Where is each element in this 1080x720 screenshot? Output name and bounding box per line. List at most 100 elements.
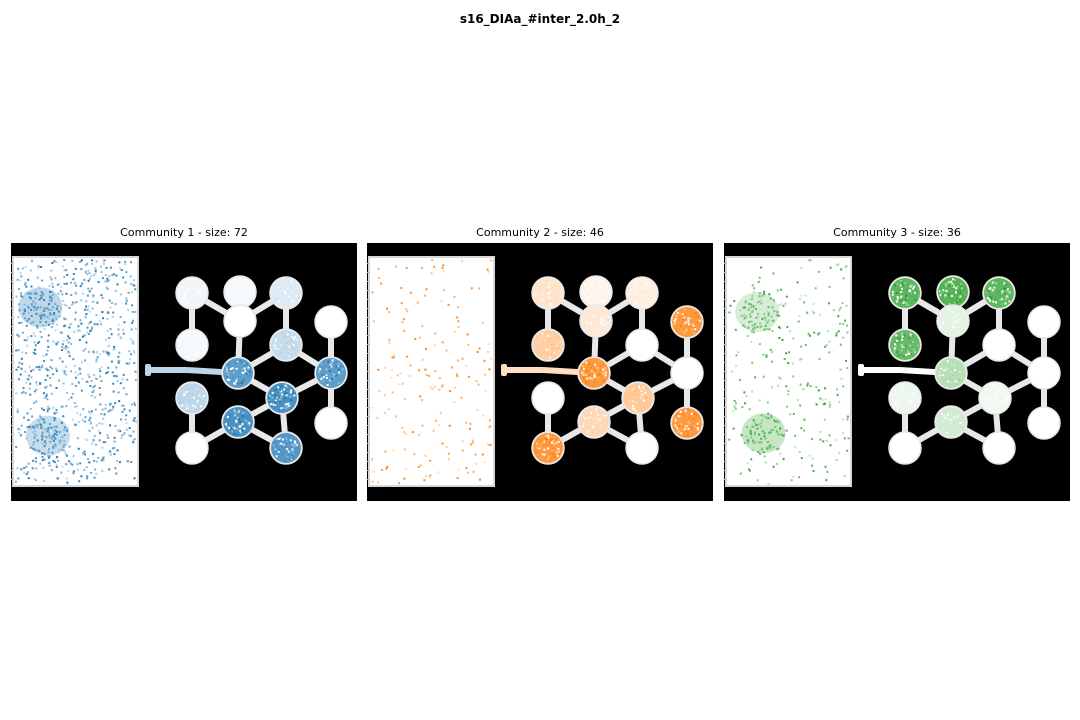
- pixel: [181, 404, 183, 407]
- pixel: [547, 436, 550, 439]
- pixel: [57, 341, 59, 344]
- pixel: [592, 286, 594, 289]
- pixel: [424, 294, 426, 297]
- pixel: [942, 381, 944, 383]
- pixel: [550, 435, 553, 438]
- pixel: [77, 447, 80, 450]
- pixel: [321, 376, 324, 379]
- pixel: [125, 393, 128, 396]
- pixel: [237, 410, 240, 413]
- pixel: [479, 478, 481, 481]
- pixel: [130, 353, 133, 356]
- pixel: [555, 340, 558, 343]
- pixel: [404, 468, 407, 470]
- pixel: [231, 430, 233, 433]
- pixel: [28, 365, 31, 368]
- pixel: [839, 368, 842, 371]
- pixel: [83, 469, 86, 471]
- pixel: [1006, 296, 1009, 299]
- pixel: [38, 341, 41, 344]
- pixel: [847, 437, 850, 440]
- pixel: [593, 368, 596, 371]
- pixel: [751, 449, 754, 452]
- pixel: [34, 302, 37, 305]
- pixel: [696, 422, 699, 425]
- pixel: [742, 324, 745, 327]
- pixel: [640, 403, 643, 406]
- pixel: [132, 419, 135, 422]
- pixel: [956, 301, 959, 304]
- pixel: [393, 353, 396, 356]
- pixel: [900, 290, 903, 293]
- pixel: [739, 472, 742, 475]
- pixel: [278, 443, 280, 446]
- pixel: [599, 316, 601, 318]
- pixel: [777, 447, 780, 450]
- pixel: [75, 291, 78, 294]
- pixel: [189, 340, 192, 343]
- pixel: [777, 421, 780, 424]
- pixel: [64, 347, 67, 350]
- pixel: [546, 450, 549, 453]
- pixel: [636, 292, 639, 295]
- pixel: [942, 325, 945, 328]
- pixel: [36, 383, 39, 386]
- pixel: [38, 449, 41, 452]
- pixel: [183, 344, 186, 347]
- pixel: [769, 429, 772, 432]
- pixel: [940, 367, 943, 370]
- pixel: [281, 279, 284, 282]
- pixel: [955, 301, 958, 304]
- pixel: [752, 439, 755, 442]
- pixel: [582, 367, 585, 370]
- pixel: [56, 283, 59, 286]
- pixel: [29, 292, 32, 295]
- pixel: [247, 366, 250, 369]
- pixel: [674, 318, 677, 321]
- pixel: [234, 412, 237, 415]
- pixel: [89, 329, 92, 332]
- pixel: [84, 271, 87, 274]
- pixel: [272, 403, 275, 406]
- pixel: [279, 385, 282, 388]
- pixel: [59, 315, 62, 318]
- pixel: [25, 352, 28, 355]
- pixel: [34, 353, 37, 355]
- pixel: [106, 280, 108, 283]
- pixel: [280, 398, 283, 401]
- pixel: [992, 402, 995, 405]
- pixel: [598, 291, 601, 294]
- pixel: [585, 422, 588, 425]
- pixel: [431, 388, 434, 391]
- pixel: [755, 307, 757, 310]
- pixel: [901, 287, 903, 290]
- edge-mark: [11, 290, 14, 291]
- pixel: [99, 370, 102, 373]
- pixel: [912, 292, 914, 295]
- pixel: [185, 301, 188, 303]
- pixel: [549, 349, 551, 352]
- pixel: [274, 340, 276, 343]
- pixel: [100, 380, 103, 382]
- pixel: [42, 324, 45, 327]
- pixel: [750, 297, 753, 300]
- pixel: [595, 366, 597, 369]
- pixel: [805, 310, 808, 313]
- pixel: [586, 377, 589, 380]
- pixel: [34, 449, 37, 452]
- pixel: [1000, 298, 1003, 301]
- pixel: [767, 314, 770, 317]
- pixel: [395, 415, 398, 418]
- pixel: [80, 322, 83, 325]
- pixel: [947, 281, 950, 284]
- pixel: [239, 360, 242, 363]
- pixel: [39, 414, 41, 417]
- pixel: [71, 418, 74, 421]
- pixel: [447, 458, 450, 461]
- pixel: [454, 386, 457, 389]
- pixel: [441, 341, 444, 344]
- pixel: [418, 369, 421, 372]
- pixel: [29, 382, 32, 385]
- pixel: [812, 470, 815, 472]
- pixel: [20, 292, 23, 295]
